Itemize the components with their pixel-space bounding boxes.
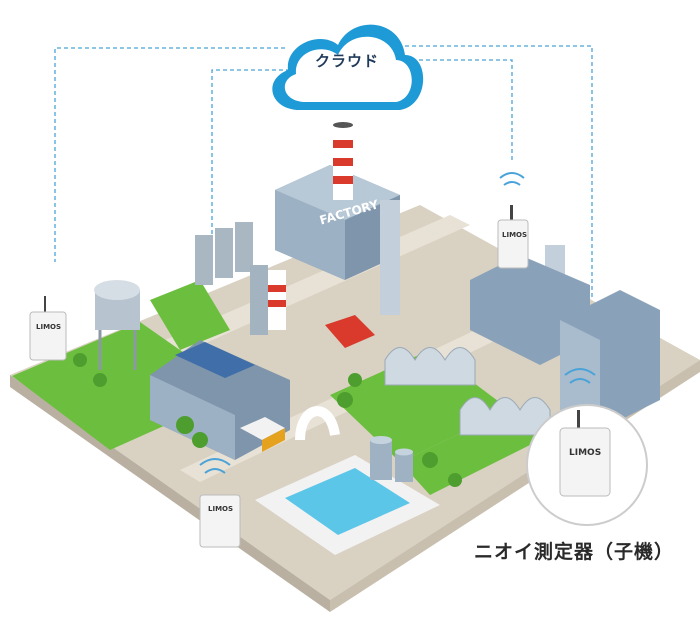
cloud-icon	[272, 24, 424, 110]
cloud-label: クラウド	[314, 52, 379, 70]
tank-cluster	[195, 222, 253, 285]
trees	[73, 353, 462, 487]
fire-truck	[325, 315, 375, 348]
device-brand-closeup: LIMOS	[569, 448, 602, 458]
odor-sensor-device-top-right	[497, 172, 529, 269]
main-factory-building	[275, 122, 400, 280]
device-brand-left: LIMOS	[36, 323, 62, 331]
water-pool	[255, 406, 440, 555]
wifi-signal-icon	[564, 368, 596, 384]
silo-tower	[94, 280, 140, 370]
caption-odor-sensor: ニオイ測定器（子機）	[474, 541, 675, 563]
device-brand-bottom: LIMOS	[208, 505, 234, 513]
odor-sensor-device-left	[29, 296, 67, 361]
device-closeup-circle	[526, 404, 648, 526]
device-brand-top-right: LIMOS	[502, 231, 528, 239]
right-buildings	[470, 255, 660, 430]
greenhouses	[384, 347, 551, 436]
odor-sensor-device-bottom	[199, 458, 241, 548]
delivery-truck	[240, 417, 285, 452]
storage-tanks	[370, 436, 413, 482]
network-lines	[54, 45, 593, 300]
